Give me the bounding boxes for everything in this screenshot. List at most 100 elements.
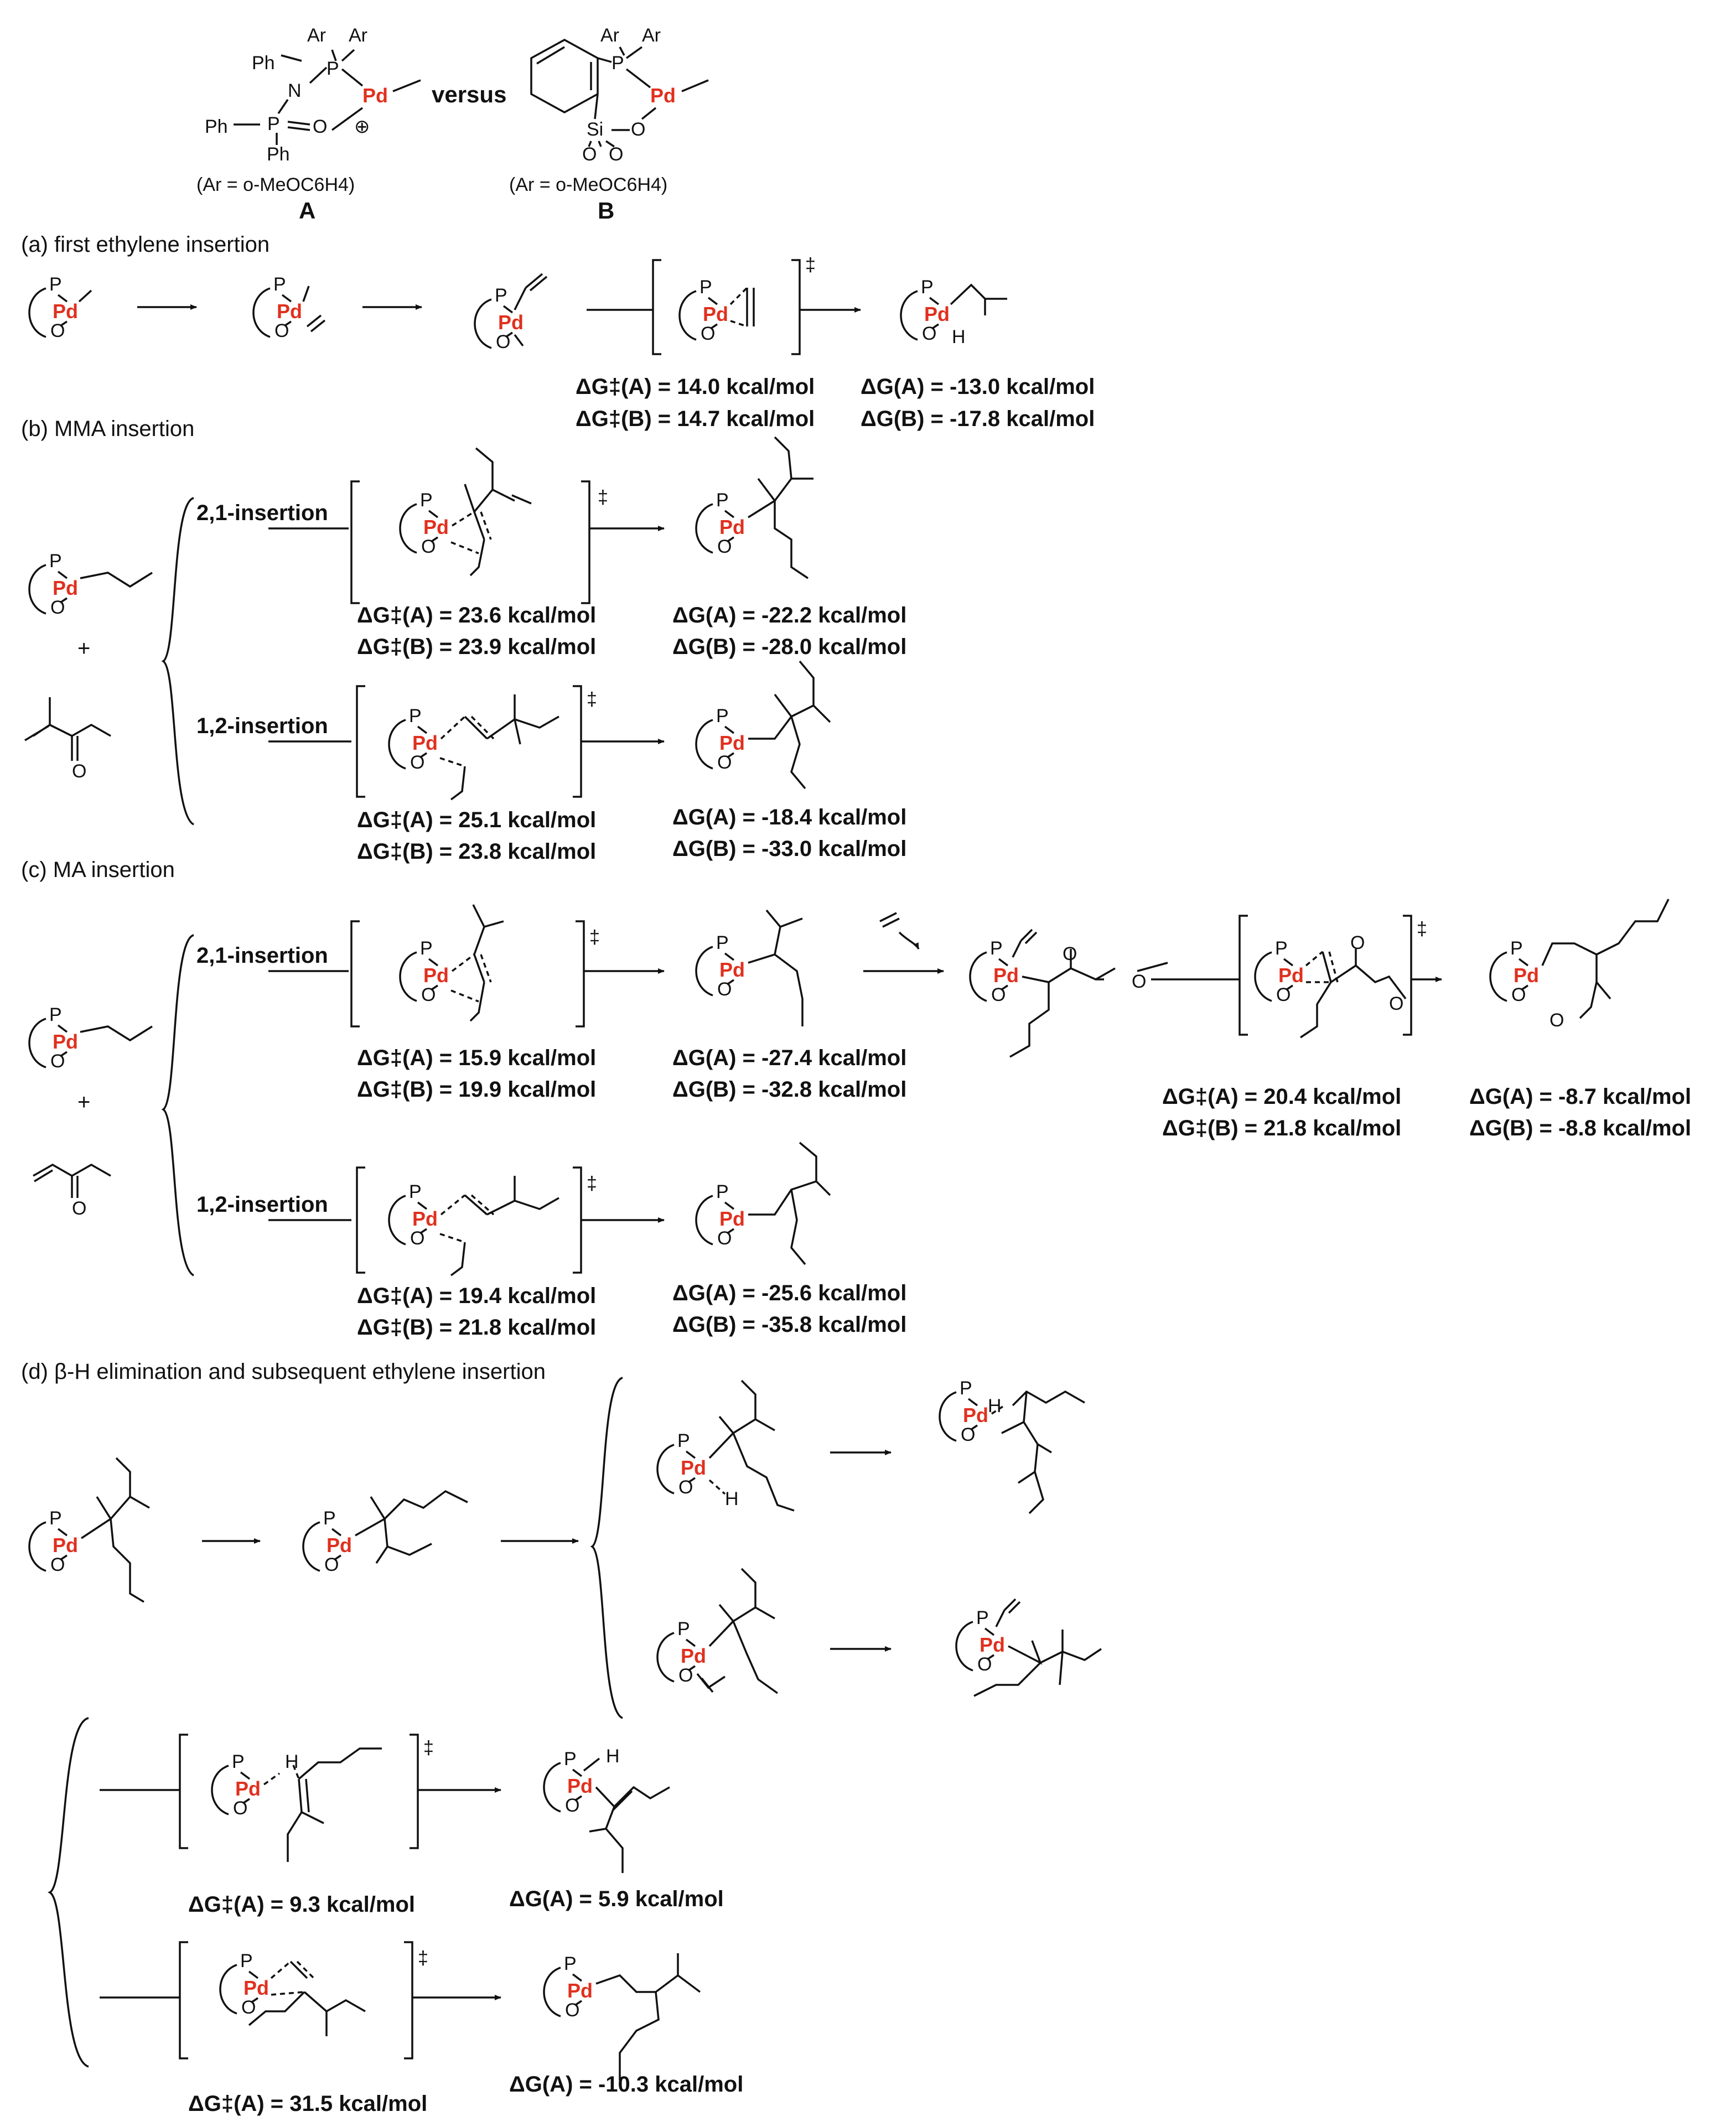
energy-c12-g-b: ΔG(B) = -35.8 kcal/mol (672, 1312, 906, 1337)
complex-b-o: O (631, 119, 645, 140)
label-c-12: 1,2-insertion (196, 1192, 328, 1217)
section-b-scheme: Pd + O 2,1-insertion Pd ‡ Pd ΔG‡(A) = 23… (24, 436, 906, 864)
svg-text:Pd: Pd (243, 1976, 269, 1999)
svg-text:Pd: Pd (924, 303, 950, 325)
svg-text:O: O (1063, 943, 1077, 964)
svg-text:Pd: Pd (567, 1775, 593, 1797)
svg-text:Pd: Pd (719, 516, 745, 538)
complex-b-o2: O (582, 144, 597, 165)
dagger-c12: ‡ (587, 1173, 597, 1194)
svg-text:O: O (1350, 932, 1365, 953)
dagger-dbh: ‡ (423, 1737, 434, 1758)
complex-a-ph3: Ph (267, 144, 290, 165)
complex-a-structure: Ar Ar Ph P N Pd P O ⊕ Ph Ph (Ar = o-MeOC… (196, 25, 421, 224)
h-atom-d1: H (725, 1488, 739, 1509)
complex-a-ph2: Ph (205, 116, 228, 137)
energy-b21-g-b: ΔG(B) = -28.0 kcal/mol (672, 635, 906, 659)
energy-c21-g-b: ΔG(B) = -32.8 kcal/mol (672, 1077, 906, 1102)
svg-text:Pd: Pd (235, 1777, 261, 1800)
svg-text:Pd: Pd (1514, 964, 1539, 987)
label-b-21: 2,1-insertion (196, 501, 328, 525)
svg-text:Pd: Pd (498, 311, 524, 334)
h-atom-d4: H (606, 1746, 620, 1767)
complex-b-pd: Pd (650, 84, 676, 107)
svg-text:O: O (1550, 1010, 1564, 1031)
section-c-scheme: Pd + O 2,1-insertion Pd ‡ Pd Pd O O Pd O… (28, 899, 1691, 1340)
h-atom-d2: H (988, 1395, 1002, 1417)
energy-a-ts-a: ΔG‡(A) = 14.0 kcal/mol (576, 375, 815, 399)
energy-b12-g-b: ΔG(B) = -33.0 kcal/mol (672, 837, 906, 861)
section-b-title: (b) MMA insertion (21, 417, 194, 441)
svg-text:O: O (72, 761, 86, 782)
energy-c12-g-a: ΔG(A) = -25.6 kcal/mol (672, 1281, 906, 1305)
section-c-title: (c) MA insertion (21, 858, 175, 882)
complex-b-ar-def: (Ar = o-MeOC6H4) (509, 174, 667, 195)
energy-b21-g-a: ΔG(A) = -22.2 kcal/mol (672, 603, 906, 627)
energy-b12-ts-b: ΔG‡(B) = 23.8 kcal/mol (357, 839, 596, 864)
complex-a-p1: P (327, 58, 339, 79)
complex-a-ar-def: (Ar = o-MeOC6H4) (196, 174, 355, 195)
complex-a-p2: P (267, 113, 280, 134)
svg-text:Pd: Pd (53, 577, 78, 599)
energy-dbh-g-a: ΔG(A) = 5.9 kcal/mol (509, 1887, 724, 1911)
energy-de-ts-a: ΔG‡(A) = 31.5 kcal/mol (188, 2092, 427, 2116)
svg-text:Pd: Pd (703, 303, 728, 325)
energy-c21-g-a: ΔG(A) = -27.4 kcal/mol (672, 1046, 906, 1070)
svg-text:Pd: Pd (719, 958, 745, 981)
dagger-b21: ‡ (598, 487, 608, 508)
svg-text:Pd: Pd (719, 731, 745, 754)
svg-text:Pd: Pd (681, 1644, 706, 1667)
svg-text:O: O (1132, 971, 1146, 992)
energy-ce-g-b: ΔG(B) = -8.8 kcal/mol (1469, 1116, 1691, 1140)
complex-b-o3: O (609, 144, 623, 165)
label-c-21: 2,1-insertion (196, 943, 328, 968)
svg-text:Pd: Pd (423, 964, 449, 987)
section-a-title: (a) first ethylene insertion (21, 232, 270, 257)
energy-a-g-a: ΔG(A) = -13.0 kcal/mol (861, 375, 1095, 399)
svg-text:Pd: Pd (1278, 964, 1304, 987)
energy-b12-g-a: ΔG(A) = -18.4 kcal/mol (672, 805, 906, 829)
energy-c12-ts-a: ΔG‡(A) = 19.4 kcal/mol (357, 1284, 596, 1308)
svg-text:Pd: Pd (53, 300, 78, 323)
energy-ce-ts-b: ΔG‡(B) = 21.8 kcal/mol (1162, 1116, 1401, 1140)
energy-b21-ts-a: ΔG‡(A) = 23.6 kcal/mol (357, 603, 596, 627)
energy-a-g-b: ΔG(B) = -17.8 kcal/mol (861, 407, 1095, 431)
svg-text:Pd: Pd (53, 1534, 78, 1557)
energy-b12-ts-a: ΔG‡(A) = 25.1 kcal/mol (357, 808, 596, 832)
plus-b: + (77, 636, 90, 661)
svg-text:Pd: Pd (327, 1534, 352, 1557)
complex-a-ar1: Ar (307, 25, 326, 46)
complex-a-ar2: Ar (349, 25, 367, 46)
svg-text:Pd: Pd (980, 1633, 1005, 1656)
svg-text:O: O (1389, 993, 1403, 1014)
complex-b-ar1: Ar (600, 25, 619, 46)
h-atom-d3: H (285, 1751, 299, 1772)
energy-ce-ts-a: ΔG‡(A) = 20.4 kcal/mol (1162, 1085, 1401, 1109)
complex-a-n: N (288, 80, 302, 101)
section-a-scheme: Pd Pd Pd Pd ‡ Pd H ΔG‡(A) = 14.0 kcal/mo… (28, 255, 1095, 431)
svg-text:Pd: Pd (412, 1207, 438, 1230)
dagger-de: ‡ (418, 1948, 428, 1969)
energy-c21-ts-b: ΔG‡(B) = 19.9 kcal/mol (357, 1077, 596, 1102)
svg-text:Pd: Pd (963, 1404, 988, 1426)
svg-text:Pd: Pd (277, 300, 302, 323)
energy-dbh-ts-a: ΔG‡(A) = 9.3 kcal/mol (188, 1892, 415, 1917)
energy-b21-ts-b: ΔG‡(B) = 23.9 kcal/mol (357, 635, 596, 659)
dagger-b12: ‡ (587, 689, 597, 710)
versus-text: versus (432, 81, 506, 107)
svg-text:Pd: Pd (423, 516, 449, 538)
complex-b-structure: P Ar Ar Pd Si O O O (Ar = o-MeOC6H4) B (509, 25, 709, 224)
svg-text:Pd: Pd (567, 1979, 593, 2002)
svg-text:Pd: Pd (412, 731, 438, 754)
svg-text:Pd: Pd (719, 1207, 745, 1230)
section-d-title: (d) β-H elimination and subsequent ethyl… (21, 1360, 546, 1384)
complex-a-ph1: Ph (252, 53, 275, 74)
complex-b-label: B (598, 198, 614, 224)
energy-de-g-a: ΔG(A) = -10.3 kcal/mol (509, 2072, 743, 2097)
section-d-scheme: Pd Pd Pd H Pd H Pd Pd Pd H ‡ Pd H ΔG‡(A)… (28, 1377, 1102, 2116)
energy-c21-ts-a: ΔG‡(A) = 15.9 kcal/mol (357, 1046, 596, 1070)
energy-ce-g-a: ΔG(A) = -8.7 kcal/mol (1469, 1085, 1691, 1109)
complex-a-pd: Pd (362, 84, 388, 107)
energy-a-ts-b: ΔG‡(B) = 14.7 kcal/mol (576, 407, 815, 431)
